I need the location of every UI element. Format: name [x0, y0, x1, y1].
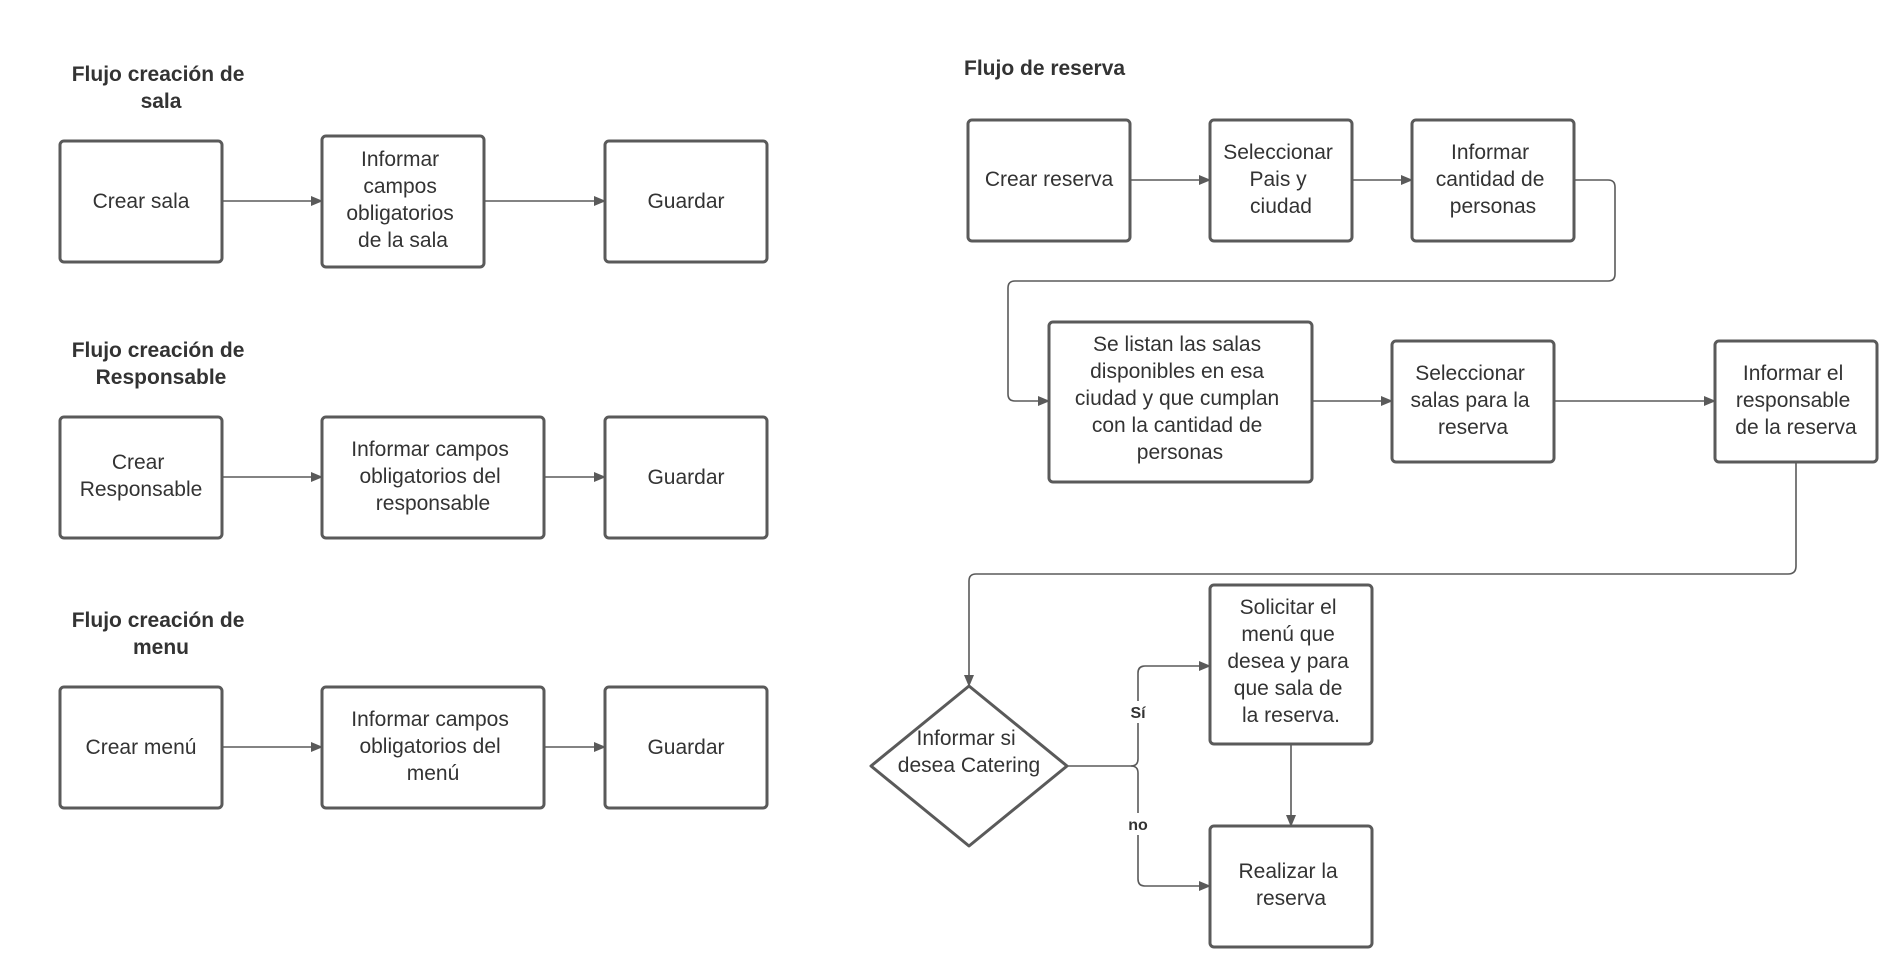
node-solicitar-menu: Solicitar el menú que desea y para que s… — [1208, 583, 1374, 746]
svg-text:Crear Responsable: Crear Responsable — [80, 451, 203, 501]
svg-text:Solicitar el menú que: Solicitar el menú que desea y para que s… — [1227, 596, 1354, 727]
node-guardar-sala: Guardar — [603, 139, 769, 264]
flow-title-responsable: Flujo creación de Responsable — [72, 339, 251, 389]
svg-text:Seleccionar Pais y: Seleccionar Pais y ciudad — [1223, 141, 1339, 218]
node-seleccionar-pais-ciudad: Seleccionar Pais y ciudad — [1208, 118, 1354, 243]
svg-text:Crear reserva: Crear reserva — [985, 168, 1114, 191]
svg-text:Se listan las salas disp: Se listan las salas disponibles en esa c… — [1075, 333, 1285, 464]
node-informar-campos-menu: Informar campos obligatorios del menú — [320, 685, 546, 810]
svg-text:Realizar la reserva: Realizar la reserva — [1238, 860, 1343, 910]
svg-text:Informar el responsable: Informar el responsable de la reserva — [1735, 362, 1857, 439]
svg-text:Guardar: Guardar — [647, 736, 724, 759]
node-crear-sala: Crear sala — [58, 139, 224, 264]
svg-text:Crear sala: Crear sala — [93, 190, 190, 213]
flow-title-sala: Flujo creación de sala — [72, 63, 251, 113]
flow-title-menu: Flujo creación de menu — [72, 609, 251, 659]
node-guardar-menu: Guardar — [603, 685, 769, 810]
branch-label-yes: Sí — [1130, 705, 1146, 722]
svg-text:Informar cantidad de: Informar cantidad de personas — [1436, 141, 1550, 218]
svg-text:Informar campos ob: Informar campos obligatorios de la sala — [346, 148, 459, 252]
node-crear-reserva: Crear reserva — [966, 118, 1132, 243]
svg-text:Crear menú: Crear menú — [86, 736, 197, 759]
edge-responsable-to-decision — [964, 462, 1797, 687]
node-informar-responsable: Informar el responsable de la reserva — [1713, 339, 1879, 464]
svg-text:Informar si desea Cateri: Informar si desea Catering — [898, 727, 1040, 777]
branch-label-no: no — [1128, 817, 1148, 834]
node-listar-salas: Se listan las salas disponibles en esa c… — [1047, 320, 1314, 484]
svg-text:Informar campos obligato: Informar campos obligatorios del respons… — [351, 438, 514, 515]
node-informar-cantidad-personas: Informar cantidad de personas — [1410, 118, 1576, 243]
node-crear-menu: Crear menú — [58, 685, 224, 810]
node-realizar-reserva: Realizar la reserva — [1208, 824, 1374, 949]
svg-text:Guardar: Guardar — [647, 190, 724, 213]
svg-text:Seleccionar salas para l: Seleccionar salas para la reserva — [1411, 362, 1536, 439]
edge-decision-no — [1130, 765, 1211, 891]
node-decision-catering: Informar si desea Catering — [869, 684, 1069, 848]
node-guardar-responsable: Guardar — [603, 415, 769, 540]
svg-text:Guardar: Guardar — [647, 466, 724, 489]
flow-title-reserva: Flujo de reserva — [964, 57, 1125, 80]
edge-cantidad-to-listar — [1007, 179, 1616, 406]
node-informar-campos-sala: Informar campos obligatorios de la sala — [320, 134, 486, 269]
node-seleccionar-salas: Seleccionar salas para la reserva — [1390, 339, 1556, 464]
node-crear-responsable: Crear Responsable — [58, 415, 224, 540]
svg-text:Informar campos obligato: Informar campos obligatorios del menú — [351, 708, 514, 785]
node-informar-campos-responsable: Informar campos obligatorios del respons… — [320, 415, 546, 540]
